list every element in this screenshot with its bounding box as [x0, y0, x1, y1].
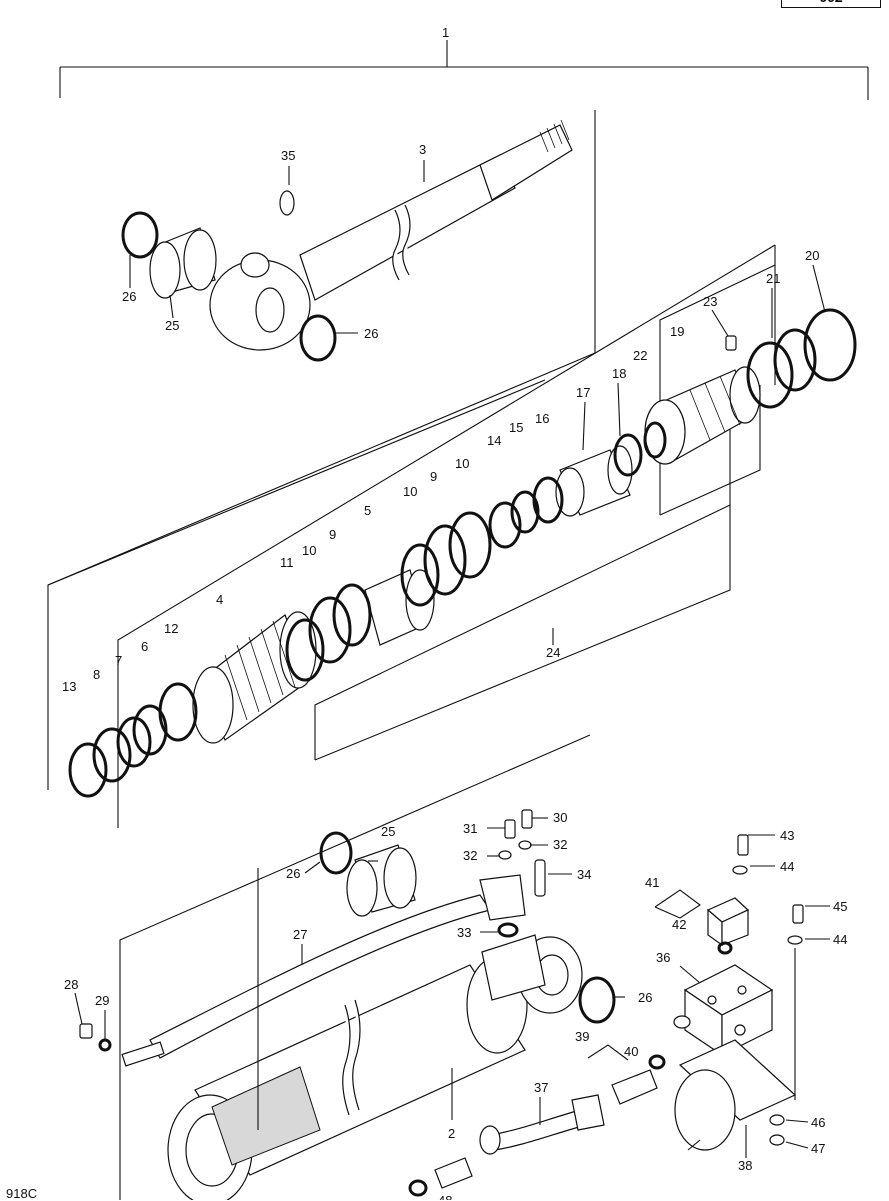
tube-group-frame	[119, 734, 591, 1200]
callout-42: 42	[672, 917, 686, 932]
callout-10-b: 10	[403, 484, 417, 499]
callout-30: 30	[553, 810, 567, 825]
callout-36: 36	[656, 950, 670, 965]
callout-44-top: 44	[780, 859, 794, 874]
callout-labels: 1 3 35 26 25 26 20 21 23 22 19 18 17 16 …	[62, 25, 847, 1200]
page-tag: 002	[819, 0, 842, 5]
solenoid-41	[706, 897, 750, 947]
callout-6: 6	[141, 639, 148, 654]
callout-11: 11	[280, 555, 294, 570]
callout-2: 2	[448, 1126, 455, 1141]
callout-25-bottom: 25	[381, 824, 395, 839]
callout-25-top: 25	[165, 318, 179, 333]
callout-15: 15	[509, 420, 523, 435]
callout-9-a: 9	[329, 527, 336, 542]
callout-5: 5	[364, 503, 371, 518]
callout-10-a: 10	[302, 543, 316, 558]
callout-26-top-right: 26	[364, 326, 378, 341]
callout-33: 33	[457, 925, 471, 940]
callout-46: 46	[811, 1115, 825, 1130]
dust-seal-26-top-left	[121, 211, 159, 259]
callout-23: 23	[703, 294, 717, 309]
callout-12: 12	[164, 621, 178, 636]
assembly-bracket	[59, 40, 869, 100]
callout-26-bottom-left: 26	[286, 866, 300, 881]
seal-rings	[68, 308, 857, 798]
callout-32-left: 32	[463, 848, 477, 863]
callout-1: 1	[442, 25, 449, 40]
spacer-5	[364, 569, 435, 646]
callout-39: 39	[575, 1029, 589, 1044]
callout-18: 18	[612, 366, 626, 381]
figure-code: 918C	[6, 1186, 38, 1201]
pipe-37	[479, 1094, 605, 1155]
callout-9-b: 9	[430, 469, 437, 484]
callout-43: 43	[780, 828, 794, 843]
callout-19: 19	[670, 324, 684, 339]
callout-37: 37	[534, 1080, 548, 1095]
callout-10-c: 10	[455, 456, 469, 471]
callout-48: 48	[438, 1193, 452, 1200]
callout-21: 21	[766, 271, 780, 286]
piston-rod	[209, 119, 573, 351]
callout-3: 3	[419, 142, 426, 157]
page-tag-box: 002	[781, 0, 881, 8]
callout-14: 14	[487, 433, 501, 448]
bushing-25-bottom	[346, 844, 417, 917]
rod-group-frame	[47, 110, 596, 790]
callout-4: 4	[216, 592, 223, 607]
cushion-17	[555, 445, 633, 517]
callout-24: 24	[546, 645, 560, 660]
callout-44-bottom: 44	[833, 932, 847, 947]
callout-8: 8	[93, 667, 100, 682]
callout-29: 29	[95, 993, 109, 1008]
callout-34: 34	[577, 867, 591, 882]
callout-27: 27	[293, 927, 307, 942]
callout-40: 40	[624, 1044, 638, 1059]
set-screw-23	[725, 335, 737, 351]
callout-41: 41	[645, 875, 659, 890]
callout-35: 35	[281, 148, 295, 163]
callout-28: 28	[64, 977, 78, 992]
callout-22: 22	[633, 348, 647, 363]
cylinder-tube	[167, 934, 583, 1200]
callout-32-right: 32	[553, 837, 567, 852]
dust-seal-26-top-right	[299, 314, 337, 362]
bushing-25-top	[149, 227, 217, 299]
callout-45: 45	[833, 899, 847, 914]
callout-47: 47	[811, 1141, 825, 1156]
callout-13: 13	[62, 679, 76, 694]
callout-20: 20	[805, 248, 819, 263]
callout-26-top-left: 26	[122, 289, 136, 304]
callout-16: 16	[535, 411, 549, 426]
callout-17: 17	[576, 385, 590, 400]
dust-seals-26-bottom	[319, 831, 616, 1024]
check-valve-36	[673, 964, 774, 1057]
callout-31: 31	[463, 821, 477, 836]
callout-7: 7	[115, 653, 122, 668]
callout-38: 38	[738, 1158, 752, 1173]
piston	[192, 611, 317, 744]
flange-38	[674, 1039, 797, 1151]
callout-26-bottom-right: 26	[638, 990, 652, 1005]
leader-lines	[74, 160, 830, 1158]
